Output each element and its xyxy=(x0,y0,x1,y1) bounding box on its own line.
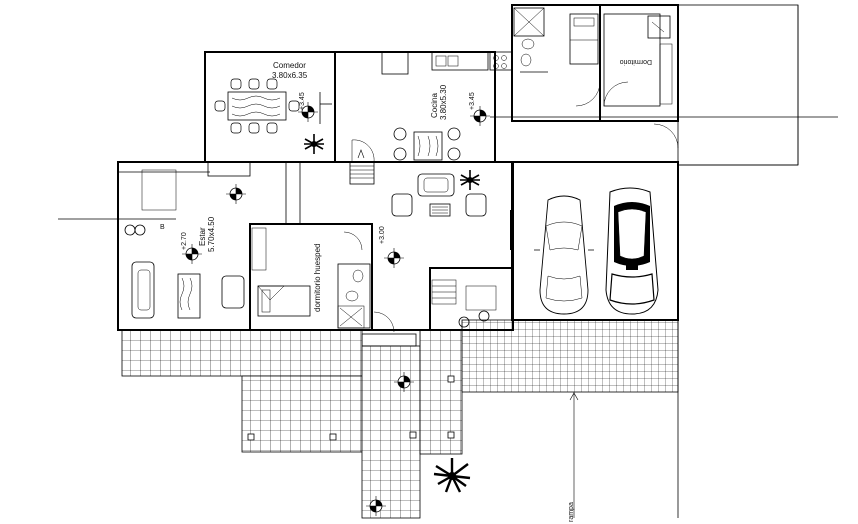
level-marker-icon xyxy=(383,247,405,269)
cocina-size: 3.80x5.30 xyxy=(439,84,448,120)
guest-bed xyxy=(251,227,311,317)
level-marker-icon xyxy=(225,183,247,205)
service-area xyxy=(361,279,497,347)
dining-table xyxy=(214,78,300,134)
guest-bath xyxy=(337,231,371,329)
upper-bed-1 xyxy=(569,13,599,65)
palm-plant-icon xyxy=(433,458,471,493)
estar-furniture xyxy=(124,169,245,319)
upper-bed-2 xyxy=(575,13,679,149)
comedor-size: 3.80x6.35 xyxy=(272,71,308,80)
section-mark: B xyxy=(160,224,165,231)
cocina-name: Cocina xyxy=(430,93,439,118)
plant-icon xyxy=(459,169,481,191)
lounge-furniture xyxy=(391,173,487,217)
stair xyxy=(349,139,375,185)
dormitorio-name: dormitorio huesped xyxy=(313,244,322,312)
cocina-level: +3.45 xyxy=(469,92,476,110)
terrace-columns xyxy=(247,375,455,441)
hall-level: +3.00 xyxy=(379,226,386,244)
estar-level: +2.70 xyxy=(181,232,188,250)
terrace-paving xyxy=(121,319,679,519)
comedor-level: +3.45 xyxy=(299,92,306,110)
kitchen-counter xyxy=(381,51,513,75)
estar-size: 5.70x4.50 xyxy=(207,216,216,252)
rampa-label: rampa xyxy=(568,502,575,522)
estar-name: Estar xyxy=(198,227,207,246)
car-left xyxy=(534,195,594,315)
kitchen-table xyxy=(393,127,461,161)
comedor-name: Comedor xyxy=(273,61,306,70)
plant-icon xyxy=(303,133,325,155)
upper-room-name: Dormitorio xyxy=(620,58,652,65)
car-right xyxy=(605,187,659,315)
upper-bath xyxy=(513,7,548,73)
